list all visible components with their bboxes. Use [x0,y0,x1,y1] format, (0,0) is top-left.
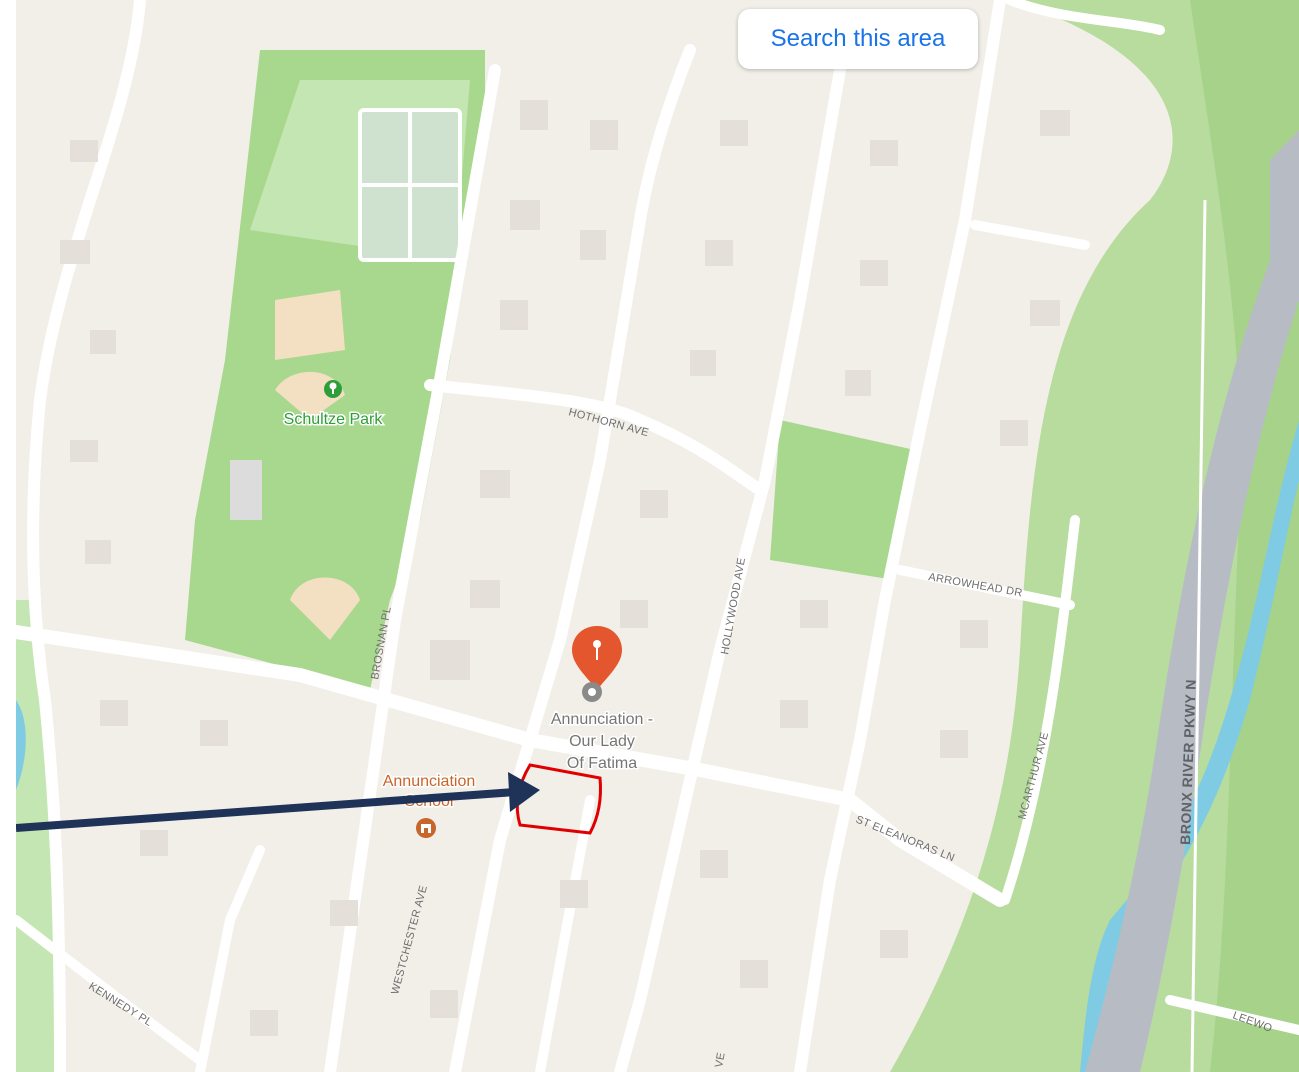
place-dot-icon [582,682,602,702]
map-graphics: HOTHORN AVE HOLLYWOOD AVE ARROWHEAD DR B… [16,0,1299,1072]
park-building [230,460,262,520]
annotation-arrow [16,772,540,832]
school-label-line1: Annunciation [383,773,476,790]
field-sand [275,290,345,360]
street-label-bronx-river-parkway: BRONX RIVER PKWY N [1177,679,1199,845]
map-canvas[interactable]: HOTHORN AVE HOLLYWOOD AVE ARROWHEAD DR B… [16,0,1299,1072]
map-marker-icon [572,626,622,690]
street-label-hollywood: HOLLYWOOD AVE [719,557,748,656]
roads [16,0,1299,1072]
street-label-ave-bottom: VE [713,1051,727,1068]
church-label-line3: Of Fatima [567,755,637,772]
street-label-kennedy: KENNEDY PL [86,980,154,1029]
left-green [16,600,60,1072]
school-icon [416,818,436,838]
ballfield [290,577,360,640]
street-label-arrowhead: ARROWHEAD DR [927,571,1023,599]
buildings [60,100,1070,1036]
park-label: Schultze Park [284,411,384,428]
search-this-area-button[interactable]: Search this area [738,9,978,69]
bronx-river-parkway [1085,130,1299,1072]
tree-pin-icon [324,380,342,398]
green-lot [770,420,915,580]
left-water [16,700,26,790]
street-label-st-eleanoras: ST ELEANORAS LN [854,814,957,865]
street-label-westchester: WESTCHESTER AVE [389,884,430,996]
church-label-line1: Annunciation - [551,711,653,728]
church-label-line2: Our Lady [569,733,635,750]
